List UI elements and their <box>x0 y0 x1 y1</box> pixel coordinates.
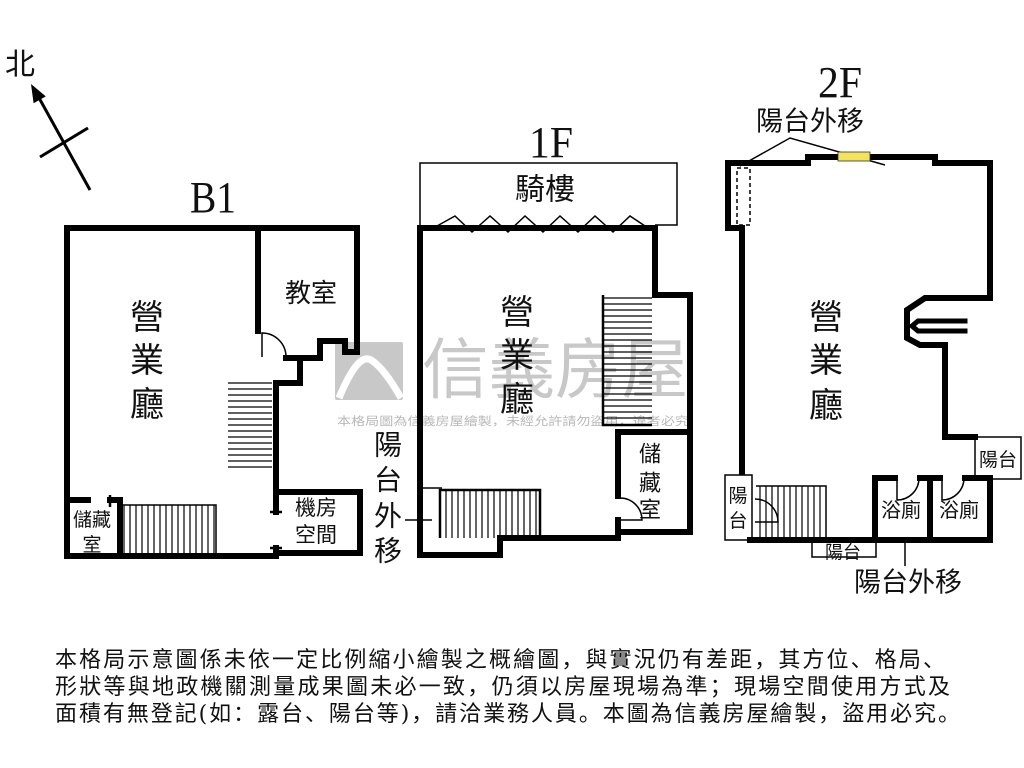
f2-bathroom-walls <box>872 475 993 543</box>
north-label: 北 <box>5 48 35 83</box>
stairs-border <box>122 504 217 553</box>
f2-bathroom-door <box>896 477 920 501</box>
f1-hall-char: 業 <box>500 336 534 376</box>
floor-label-2f: 2F <box>818 58 862 107</box>
b1-storage-label: 室 <box>82 534 101 556</box>
b1-stairs-lower <box>122 504 217 553</box>
f1-hall-char: 廳 <box>500 380 534 420</box>
f1-hall-char: 營 <box>500 293 534 333</box>
f2-hall-char: 業 <box>809 341 843 381</box>
north-arrow-crossbar <box>39 126 89 159</box>
f2-balcony-bottom-outline <box>811 539 877 558</box>
disclaimer-line: 面積有無登記(如：露台、陽台等)，請洽業務人員。本圖為信義房屋繪製，盜用必究。 <box>55 702 960 727</box>
f1-storage-char: 室 <box>639 499 661 524</box>
f1-hall-label: 營 業 廳 <box>500 293 534 420</box>
f2-balcony-relocated-bottom-label: 陽台外移 <box>854 568 962 599</box>
b1-storage-wall <box>64 497 123 559</box>
stairs-border <box>438 488 542 538</box>
floor-label-1f: 1F <box>529 118 573 167</box>
floor-2f: 2F 陽台外移 營 業 廳 陽台 陽 台 浴廁 浴廁 陽台 陽台外移 <box>724 58 1022 599</box>
f2-window <box>837 151 871 162</box>
north-arrow-head <box>31 84 46 104</box>
b1-hall-label: 營 業 廳 <box>130 298 164 425</box>
f2-balcony-left-label: 陽 <box>728 485 747 507</box>
f1-balcony-pointer <box>405 487 442 521</box>
north-arrow: 北 <box>5 48 92 191</box>
b1-machine-room-door-jambs <box>270 510 282 550</box>
f1-arcade-zigzag <box>436 214 649 234</box>
f1-storage-label: 儲 藏 室 <box>639 443 661 524</box>
floor-1f: 1F 騎樓 營 業 廳 儲 藏 室 陽 台 外 移 <box>374 118 693 568</box>
f2-relocated-balcony-outline <box>736 167 751 226</box>
f2-balcony-right-label: 陽台 <box>979 449 1017 471</box>
b1-storage-label: 儲藏 <box>73 509 111 531</box>
f1-storage-wall <box>615 429 693 541</box>
f2-balcony-left-outline <box>724 474 753 541</box>
f2-balcony-bottom-label: 陽台 <box>825 543 861 564</box>
f1-stairs-upper <box>601 295 652 427</box>
stairs-border <box>756 485 827 537</box>
f2-stairs <box>756 485 827 537</box>
f1-stairs-lower <box>438 488 542 538</box>
f2-balcony-relocated-top-label: 陽台外移 <box>756 107 864 138</box>
f2-hall-char: 營 <box>809 298 843 338</box>
logo-square <box>335 342 403 400</box>
f1-storage-door <box>619 497 643 521</box>
f1-balcony-relocated-char: 台 <box>374 464 402 497</box>
f2-closet-notch <box>908 318 968 334</box>
b1-hall-char: 營 <box>130 298 164 338</box>
b1-machine-room-wall <box>273 489 363 556</box>
watermark-notice: 本格局圖為信義房屋繪製，未經允許請勿盜用，違者必究 <box>337 414 690 428</box>
f2-balcony-left-label: 台 <box>728 510 747 532</box>
f1-balcony-relocated-label: 陽 台 外 移 <box>374 429 402 568</box>
f1-arcade-label: 騎樓 <box>515 173 575 208</box>
disclaimer-line: 形狀等與地政機關測量成果圖未必一致，仍須以房屋現場為準；現場空間使用方式及 <box>55 675 950 700</box>
floor-label-b1: B1 <box>190 173 236 222</box>
f1-arcade-outline <box>419 162 678 228</box>
b1-classroom-door <box>261 332 287 358</box>
f1-storage-char: 儲 <box>639 443 661 468</box>
logo-mark <box>335 355 405 400</box>
b1-classroom-wall <box>255 225 303 361</box>
brand-logo <box>335 342 405 400</box>
f2-bathroom-label: 浴廁 <box>881 498 921 522</box>
disclaimer: 本格局示意圖係未依一定比例縮小繪製之概繪圖，與實況仍有差距，其方位、格局、 形狀… <box>55 648 960 727</box>
floor-b1: B1 營 業 廳 教室 儲藏 室 機房 空間 <box>64 173 363 559</box>
f1-outer-wall <box>417 225 693 558</box>
b1-hall-char: 業 <box>130 341 164 381</box>
f1-balcony-relocated-char: 移 <box>374 535 402 568</box>
f2-balcony-right-outline <box>974 436 1022 480</box>
b1-stairs-upper <box>228 382 272 468</box>
b1-hall-char: 廳 <box>130 385 164 425</box>
f2-hall-char: 廳 <box>809 386 843 426</box>
f2-bathroom-door <box>941 477 965 501</box>
b1-machine-room-label: 空間 <box>295 523 337 547</box>
disclaimer-line: 本格局示意圖係未依一定比例縮小繪製之概繪圖，與實況仍有差距，其方位、格局、 <box>55 648 945 673</box>
f1-storage-char: 藏 <box>639 472 661 497</box>
f2-bathroom-label: 浴廁 <box>939 498 979 522</box>
f2-outer-wall <box>725 154 993 475</box>
b1-machine-room-label: 機房 <box>295 496 337 520</box>
b1-classroom-label: 教室 <box>285 279 337 309</box>
f1-balcony-relocated-char: 外 <box>374 500 402 533</box>
f1-balcony-relocated-char: 陽 <box>374 429 402 462</box>
f2-hall-label: 營 業 廳 <box>809 298 843 426</box>
stairs-border <box>601 295 652 427</box>
